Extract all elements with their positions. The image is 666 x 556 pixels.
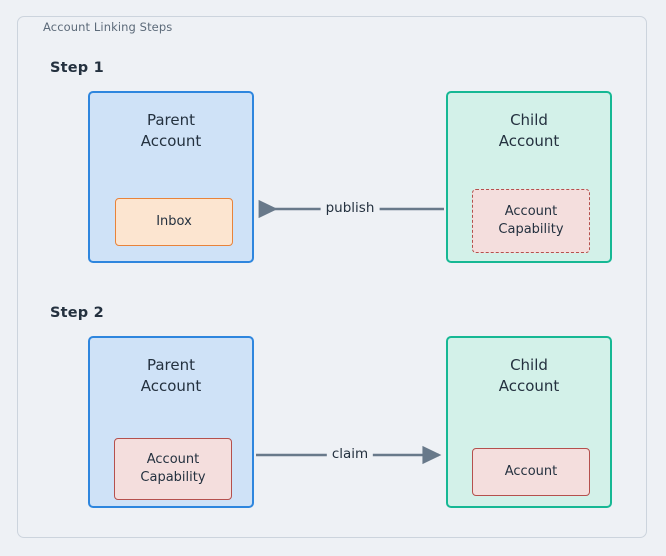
step-2-label: Step 2 <box>50 305 104 321</box>
step-1-edge-publish: publish <box>254 198 446 220</box>
step-2-account-capability-box[interactable]: Account Capability <box>114 438 232 500</box>
step-1-child-account-box[interactable]: Child Account Account Capability <box>446 91 612 263</box>
step-2-account-box[interactable]: Account <box>472 448 590 496</box>
step-1-account-capability-box[interactable]: Account Capability <box>472 189 590 253</box>
diagram-title: Account Linking Steps <box>40 20 176 34</box>
step-1-inbox-box[interactable]: Inbox <box>115 198 233 246</box>
step-1-parent-account-box[interactable]: Parent Account Inbox <box>88 91 254 263</box>
step-1-parent-account-title: Parent Account <box>140 111 202 151</box>
step-2-edge-label: claim <box>326 446 374 462</box>
step-2-edge-claim: claim <box>254 444 446 466</box>
step-2-parent-account-box[interactable]: Parent Account Account Capability <box>88 336 254 508</box>
step-2-child-account-box[interactable]: Child Account Account <box>446 336 612 508</box>
step-1-label: Step 1 <box>50 60 104 76</box>
step-1-child-account-title: Child Account <box>498 111 560 151</box>
step-1-edge-label: publish <box>320 200 380 216</box>
step-2-child-account-title: Child Account <box>498 356 560 396</box>
step-2-parent-account-title: Parent Account <box>140 356 202 396</box>
diagram-frame: Account Linking Steps Step 1 Parent Acco… <box>17 16 647 538</box>
